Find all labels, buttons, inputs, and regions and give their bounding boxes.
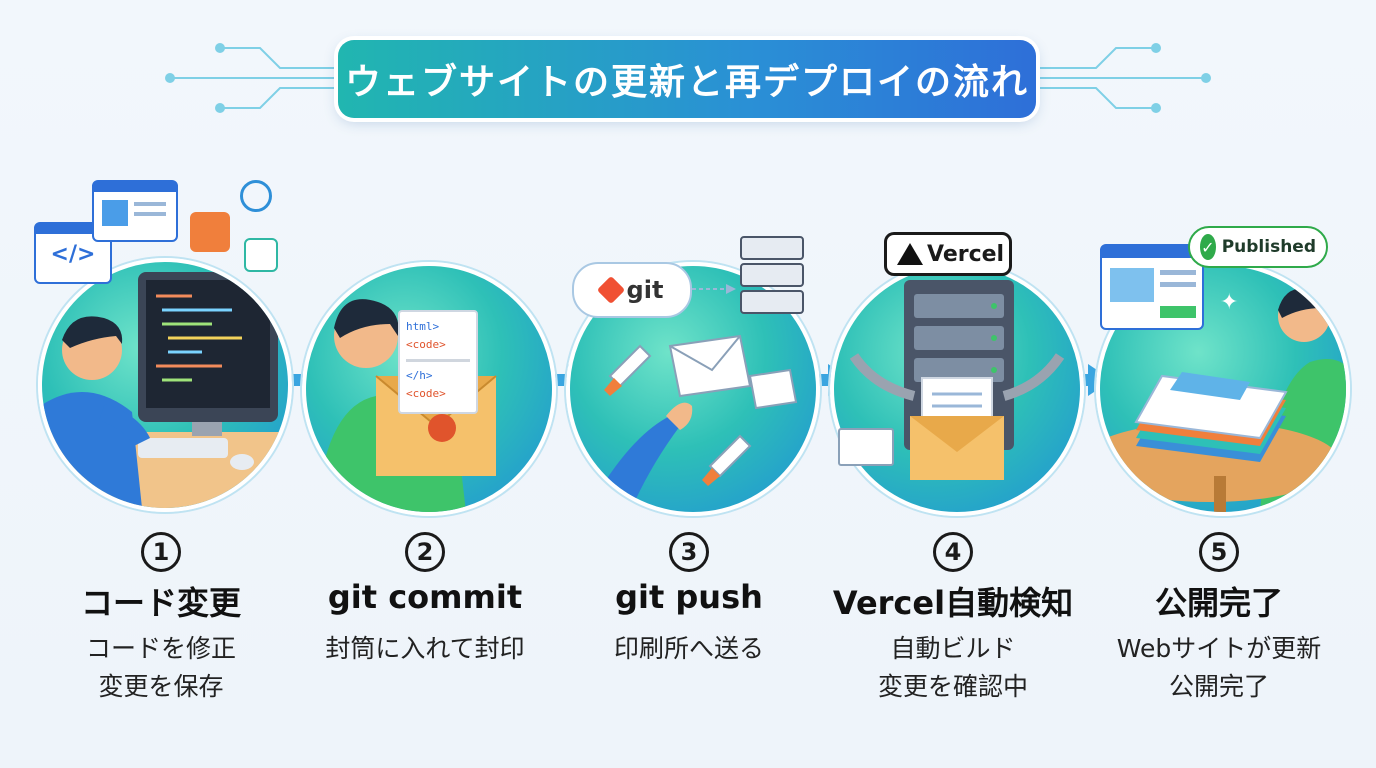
step-number-badge: 4 [933,532,973,572]
step-number: 3 [680,538,698,566]
code-line: html> [406,320,440,333]
step-description-line: 封筒に入れて封印 [325,634,525,663]
step-description: 自動ビルド 変更を確認中 [803,630,1103,706]
envelope-icon [838,428,894,466]
code-line: </h> [406,369,433,382]
step-label: Vercel自動検知 [832,584,1074,622]
step-description-line: 変更を確認中 [877,672,1028,701]
image-app-icon [190,212,230,252]
vercel-triangle-icon [897,243,923,265]
step-description-line: 公開完了 [1168,672,1269,701]
step-number-badge: 1 [141,532,181,572]
step-description-line: 印刷所へ送る [613,634,764,663]
code-document: html> <code> </h> <code> [398,310,478,414]
step-description-line: 自動ビルド [890,634,1016,663]
step-number-badge: 3 [669,532,709,572]
step-4-illustration [830,262,1084,516]
browser-window-icon [92,180,178,242]
circuit-decoration-right [1036,43,1211,113]
title-banner: ウェブサイトの更新と再デプロイの流れ [338,40,1036,118]
step-description-line: コードを修正 [85,634,236,663]
git-label: git [626,276,664,304]
step-description: 封筒に入れて封印 [275,630,575,668]
step-description: Webサイトが更新 公開完了 [1069,630,1369,706]
code-line: <code> [406,338,446,351]
vercel-badge: Vercel [884,232,1012,276]
globe-icon [240,180,272,212]
published-badge: ✓ Published [1188,226,1328,268]
step-number: 2 [416,538,434,566]
step-number: 1 [152,538,170,566]
git-logo-icon [596,275,625,305]
step-1-illustration [38,258,292,512]
published-browser-window [1100,244,1204,330]
step-number: 4 [944,538,962,566]
checkmark-icon: ✓ [1200,234,1216,260]
dashed-arrow-icon [692,284,736,294]
step-label: 公開完了 [1154,584,1283,622]
wax-seal-icon [428,414,456,442]
step-label: コード変更 [80,584,241,622]
step-description-line: 変更を保存 [98,672,224,701]
layout-icon [244,238,278,272]
published-label: Published [1221,237,1316,257]
git-cloud: git [572,262,692,318]
step-description: コードを修正 変更を保存 [11,630,311,706]
circuit-decoration-left [165,43,340,113]
step-5-illustration [1096,262,1350,516]
step-number-badge: 5 [1199,532,1239,572]
step-label: git commit [327,578,523,616]
vercel-label: Vercel [927,241,1005,267]
server-stack-icon [740,236,804,314]
page-title: ウェブサイトの更新と再デプロイの流れ [344,62,1029,103]
code-line: <code> [406,387,446,400]
step-label: git push [615,578,763,616]
step-description: 印刷所へ送る [539,630,839,668]
code-window-icon: </> [34,222,112,284]
step-description-line: Webサイトが更新 [1116,634,1322,663]
sparkle-icon: ✦ [1220,290,1239,315]
step-number-badge: 2 [405,532,445,572]
step-number: 5 [1210,538,1228,566]
